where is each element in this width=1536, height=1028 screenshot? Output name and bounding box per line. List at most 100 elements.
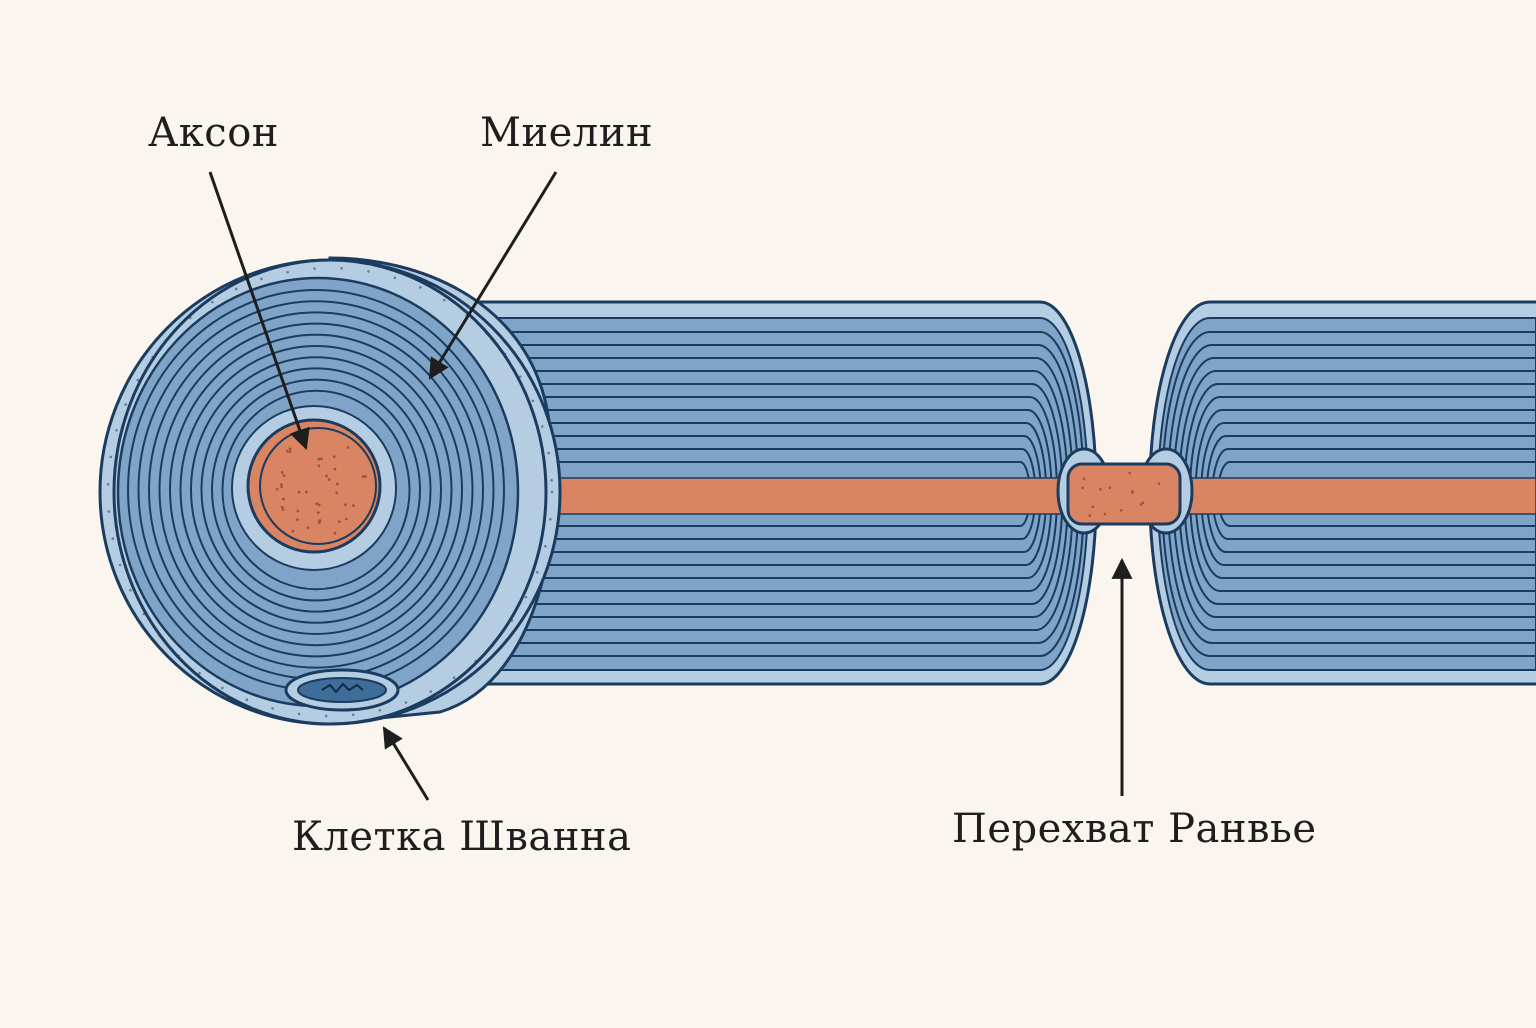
sheath-dot (158, 634, 162, 638)
sheath-dot (177, 654, 180, 658)
sheath-dot (260, 277, 263, 281)
sheath-dot (324, 714, 328, 718)
sheath-dot (510, 619, 514, 622)
axon-speckle (320, 457, 323, 461)
sheath-dot (547, 451, 550, 455)
axon-speckle (351, 504, 355, 507)
sheath-dot (109, 455, 113, 459)
axon-speckle (291, 529, 295, 533)
axon-speckle (1103, 512, 1107, 516)
axon-speckle (286, 449, 289, 453)
axon-speckle (280, 471, 284, 474)
myelin-ring (190, 356, 442, 624)
axon-speckle (361, 475, 365, 478)
myelin-ring (221, 389, 411, 591)
sheath-dot (540, 425, 544, 428)
myelin-ring (200, 367, 432, 613)
axon-speckle (333, 531, 337, 535)
sheath-dot (169, 335, 172, 338)
axon-speckle (1091, 505, 1095, 509)
sheath-dot (429, 690, 433, 693)
sheath-dot (221, 686, 224, 690)
axon-speckle (288, 447, 292, 451)
sheath-dot (503, 352, 507, 356)
myelin-ring (148, 311, 484, 669)
axon-speckle (316, 511, 320, 515)
axon-speckle (296, 509, 300, 513)
axon-speckle (1128, 471, 1131, 475)
sheath-dot (404, 701, 408, 704)
sheath-dot (531, 399, 535, 403)
myelin-ring (211, 378, 421, 602)
axon-speckle (1131, 491, 1134, 494)
sheath-dot (234, 287, 238, 291)
sheath-dot (297, 712, 301, 716)
axon-speckle (281, 507, 285, 511)
axon-speckle (280, 485, 283, 489)
axon-speckle (282, 474, 286, 477)
sheath-dot (211, 300, 214, 304)
sheath-dot (518, 375, 522, 378)
sheath-dot (418, 286, 422, 289)
axon-speckle (317, 503, 321, 507)
axon-speckle (327, 478, 331, 481)
axon-speckle (304, 490, 308, 494)
axon-speckle (325, 474, 328, 478)
sheath-dot (151, 355, 155, 359)
axon-speckle (315, 502, 319, 506)
axon-speckle (1139, 503, 1143, 506)
axon-speckle (317, 520, 321, 523)
sheath-dot (524, 595, 528, 599)
axon-label: Аксон (148, 110, 279, 156)
sheath-dot (313, 267, 316, 270)
axon-speckle (280, 505, 284, 509)
sheath-dot (142, 612, 146, 616)
sheath-dot (136, 378, 140, 382)
sheath-dot (378, 708, 382, 712)
myelin-ring (169, 333, 463, 647)
axon-strand (519, 477, 1536, 515)
pointer-arrows (208, 171, 1133, 801)
axon-speckle (275, 487, 279, 491)
axon-speckle (295, 518, 299, 522)
sheath-dot (245, 698, 249, 701)
myelin-arrow (428, 171, 558, 380)
axon-speckle (1141, 501, 1145, 504)
sheath-dot (535, 570, 539, 574)
axon-speckle (337, 520, 341, 524)
sheath-dot (111, 537, 115, 540)
sheath-dot (452, 676, 456, 680)
sheath-dot (550, 478, 553, 482)
axon-speckle (280, 483, 283, 487)
sheath-dot (474, 659, 477, 663)
sheath-dot (367, 270, 370, 273)
sheath-dot (351, 713, 355, 717)
axon-speckle (1088, 514, 1091, 517)
axon-speckle (317, 464, 321, 468)
sheath-dot (549, 517, 552, 521)
axon-speckle (1082, 477, 1086, 481)
sheath-dot (544, 544, 547, 548)
axon-speckle (1108, 486, 1112, 490)
axon-speckle (344, 503, 347, 507)
axon-speckle (332, 455, 336, 459)
axon-speckle (364, 475, 367, 478)
myelin-ring (179, 345, 453, 635)
sheath-dot (485, 332, 489, 335)
schwann-cell-label: Клетка Шванна (292, 814, 632, 860)
sheath-dot (118, 563, 122, 567)
myelin-ring (158, 322, 474, 658)
sheath-dot (286, 270, 289, 274)
sheath-dot (340, 267, 343, 270)
axon-speckle (335, 482, 339, 486)
axon-speckle (335, 491, 339, 495)
axon-speckle (346, 446, 350, 449)
axon-speckle (306, 526, 310, 530)
axon-arrow (208, 171, 310, 450)
sheath-dot (124, 403, 127, 406)
sheath-dot (115, 428, 118, 432)
node-of-ranvier-label: Перехват Ранвье (952, 806, 1317, 852)
sheath-dot (107, 510, 111, 513)
